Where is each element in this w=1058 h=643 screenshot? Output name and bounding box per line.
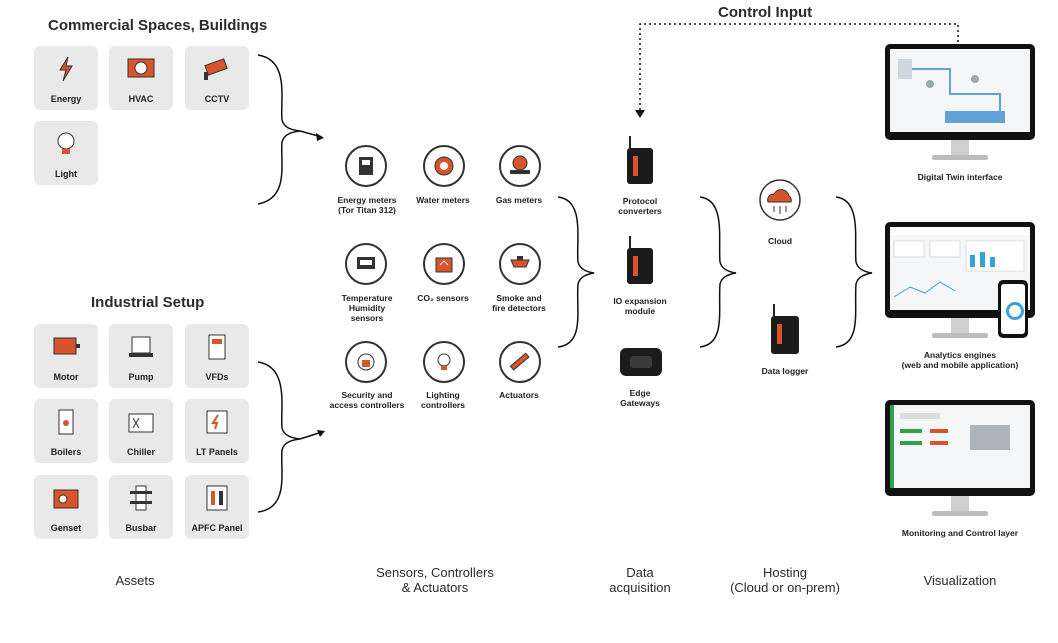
edge-gateway-icon: [620, 348, 662, 376]
asset-apfc-panel: APFC Panel: [185, 475, 249, 539]
asset-label: Energy: [50, 94, 82, 104]
asset-pump: Pump: [109, 324, 173, 388]
actuator-icon: [499, 341, 541, 383]
water-meter-icon: [423, 145, 465, 187]
industrial-heading: Industrial Setup: [91, 294, 205, 311]
chiller-icon: [128, 413, 154, 433]
asset-lt-panels: LT Panels: [185, 399, 249, 463]
asset-label: Light: [55, 169, 77, 179]
asset-energy: Energy: [34, 46, 98, 110]
asset-vfds: VFDs: [185, 324, 249, 388]
asset-cctv: CCTV: [185, 46, 249, 110]
energy-meter-icon: [345, 145, 387, 187]
asset-label: HVAC: [128, 94, 154, 104]
apfc-icon: [206, 485, 228, 511]
lightbulb-icon: [57, 132, 75, 154]
asset-label: Pump: [128, 372, 154, 382]
asset-motor: Motor: [34, 324, 98, 388]
genset-icon: [53, 489, 79, 509]
vfd-icon: [208, 334, 226, 360]
co2-sensor-icon: [423, 243, 465, 285]
asset-label: VFDs: [205, 372, 229, 382]
lighting-controller-icon: [423, 341, 465, 383]
asset-chiller: Chiller: [109, 399, 173, 463]
motor-icon: [53, 337, 80, 355]
data-logger-label: Data logger: [761, 366, 809, 376]
hvac-icon: [127, 58, 155, 78]
asset-label: Motor: [53, 372, 79, 382]
lightning-icon: [59, 56, 73, 82]
smoke-detector-icon: [499, 243, 541, 285]
digital-twin-monitor: [885, 44, 1035, 140]
protocol-converter-icon: [627, 136, 653, 184]
security-controller-icon: [345, 341, 387, 383]
co2-sensors-label: CO₂ sensors: [417, 293, 469, 303]
pump-icon: [129, 336, 153, 357]
cloud-label: Cloud: [767, 236, 793, 246]
monitoring-label: Monitoring and Control layer: [901, 528, 1019, 538]
boiler-icon: [58, 409, 74, 435]
asset-genset: Genset: [34, 475, 98, 539]
cloud-icon: [759, 179, 801, 221]
energy-meters-label: Energy meters(Tor Titan 312): [337, 195, 397, 215]
footer-sensors: Sensors, Controllers& Actuators: [376, 565, 494, 595]
asset-hvac: HVAC: [109, 46, 173, 110]
footer-visualization: Visualization: [923, 573, 997, 588]
analytics-label: Analytics engines(web and mobile applica…: [901, 350, 1019, 370]
asset-label: APFC Panel: [191, 523, 243, 533]
digital-twin-label: Digital Twin interface: [917, 172, 1003, 182]
asset-label: LT Panels: [196, 447, 238, 457]
footer-hosting: Hosting(Cloud or on-prem): [730, 565, 840, 595]
asset-label: Boilers: [50, 447, 82, 457]
asset-light: Light: [34, 121, 98, 185]
panel-icon: [206, 410, 228, 434]
temperature-sensor-icon: [345, 243, 387, 285]
actuators-label: Actuators: [499, 390, 539, 400]
gas-meters-label: Gas meters: [495, 195, 543, 205]
camera-icon: [204, 58, 228, 80]
asset-busbar: Busbar: [109, 475, 173, 539]
asset-boilers: Boilers: [34, 399, 98, 463]
gas-meter-icon: [499, 145, 541, 187]
data-logger-icon: [771, 304, 799, 354]
asset-label: Busbar: [125, 523, 157, 533]
commercial-heading: Commercial Spaces, Buildings: [48, 17, 268, 34]
asset-label: CCTV: [204, 94, 230, 104]
mobile-app-icon: [998, 280, 1028, 338]
control-input-heading: Control Input: [718, 4, 813, 21]
asset-label: Genset: [50, 523, 82, 533]
footer-assets: Assets: [115, 573, 155, 588]
monitoring-monitor: [885, 400, 1035, 496]
io-module-icon: [627, 236, 653, 284]
busbar-icon: [130, 485, 152, 511]
water-meters-label: Water meters: [416, 195, 470, 205]
asset-label: Chiller: [126, 447, 155, 457]
